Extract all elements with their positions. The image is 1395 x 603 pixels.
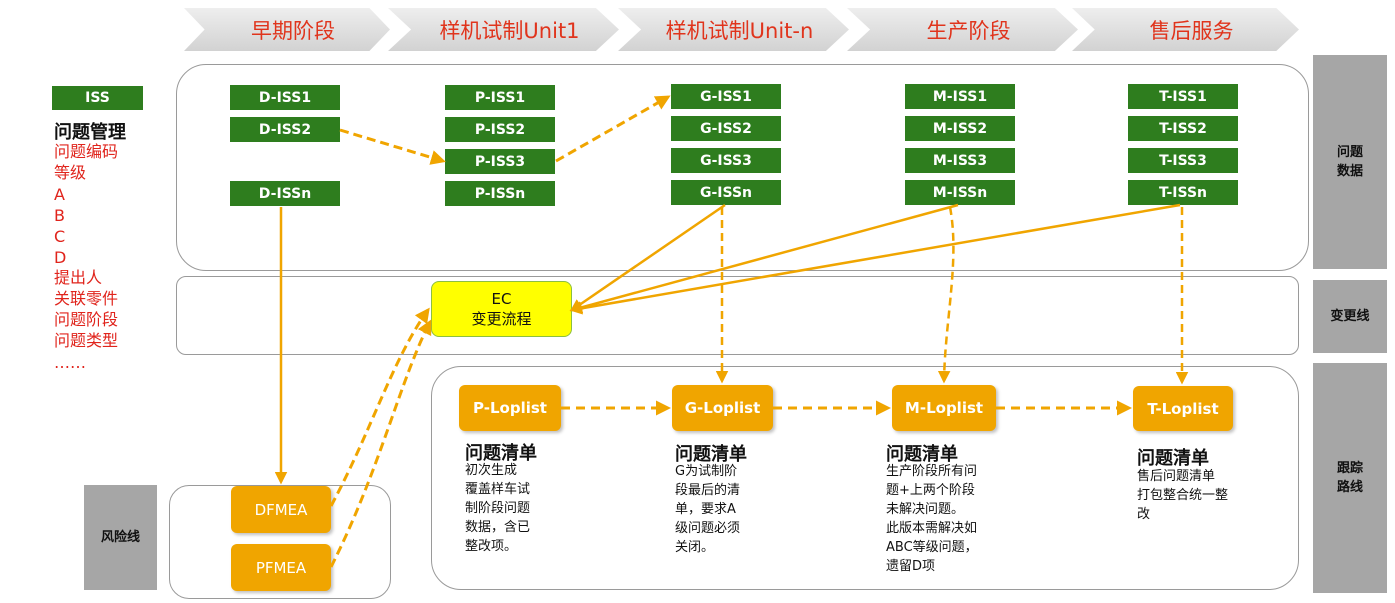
loplist-box-m: M-Loplist <box>892 385 996 431</box>
change-line-panel <box>176 276 1299 355</box>
side-label-change-line: 变更线 <box>1313 280 1387 353</box>
legend-item: A <box>54 185 65 204</box>
issue-box-d1: D-ISS1 <box>230 85 340 110</box>
legend-item: 等级 <box>54 163 87 182</box>
loplist-desc-m: 生产阶段所有问 题+上两个阶段 未解决问题。 此版本需解决如 ABC等级问题， … <box>886 464 978 574</box>
stage-label: 样机试制Unit1 <box>439 18 580 43</box>
loplist-desc-g: G为试制阶 段最后的清 单，要求A 级问题必须 关闭。 <box>675 464 741 555</box>
issue-box-g1: G-ISS1 <box>671 84 781 109</box>
issue-box-pn: P-ISSn <box>445 181 555 206</box>
issue-box-t2: T-ISS2 <box>1128 116 1238 141</box>
issue-box-m1: M-ISS1 <box>905 84 1015 109</box>
issue-box-g3: G-ISS3 <box>671 148 781 173</box>
stage-production: 生产阶段 <box>847 8 1078 51</box>
ec-process-label: 变更流程 <box>471 310 532 328</box>
loplist-title-p: 问题清单 <box>465 443 537 464</box>
issue-box-p3: P-ISS3 <box>445 149 555 174</box>
legend-item: D <box>54 248 67 267</box>
legend-item: 提出人 <box>54 268 103 287</box>
legend-item: 问题类型 <box>54 331 119 350</box>
legend-item: 问题编码 <box>54 142 119 161</box>
loplist-desc-t: 售后问题清单 打包整合统一整 改 <box>1137 469 1229 522</box>
pfmea-box: PFMEA <box>231 544 331 591</box>
side-label-risk-line: 风险线 <box>84 485 157 590</box>
issue-box-t1: T-ISS1 <box>1128 84 1238 109</box>
loplist-title-g: 问题清单 <box>675 444 747 465</box>
dfmea-box: DFMEA <box>231 486 331 533</box>
stage-label: 生产阶段 <box>926 18 1011 43</box>
issue-box-tn: T-ISSn <box>1128 180 1238 205</box>
stage-label: 样机试制Unit-n <box>665 18 814 43</box>
legend-item: 关联零件 <box>54 289 119 308</box>
issue-box-mn: M-ISSn <box>905 180 1015 205</box>
stage-early: 早期阶段 <box>184 8 390 51</box>
stage-label: 售后服务 <box>1149 18 1234 43</box>
iss-legend-box: ISS <box>52 86 143 110</box>
issue-box-p1: P-ISS1 <box>445 85 555 110</box>
loplist-box-g: G-Loplist <box>672 385 773 431</box>
issue-box-dn: D-ISSn <box>230 181 340 206</box>
loplist-box-p: P-Loplist <box>459 385 561 431</box>
ec-label: EC <box>491 290 512 308</box>
issue-box-gn: G-ISSn <box>671 180 781 205</box>
legend-item: …… <box>54 353 86 372</box>
stage-after-sales: 售后服务 <box>1072 8 1299 51</box>
legend-item: C <box>54 227 66 246</box>
legend-item: B <box>54 206 65 225</box>
issue-box-m3: M-ISS3 <box>905 148 1015 173</box>
legend-item: 问题阶段 <box>54 310 119 329</box>
stage-prototype-unit1: 样机试制Unit1 <box>388 8 619 51</box>
loplist-box-t: T-Loplist <box>1133 386 1233 431</box>
loplist-title-t: 问题清单 <box>1137 448 1209 469</box>
ec-change-process-box: EC 变更流程 <box>431 281 572 337</box>
legend-title: 问题管理 <box>54 122 126 143</box>
issue-box-g2: G-ISS2 <box>671 116 781 141</box>
issue-box-m2: M-ISS2 <box>905 116 1015 141</box>
side-label-tracking-line: 跟踪 路线 <box>1313 363 1387 593</box>
issue-box-d2: D-ISS2 <box>230 117 340 142</box>
loplist-title-m: 问题清单 <box>886 444 958 465</box>
issue-box-t3: T-ISS3 <box>1128 148 1238 173</box>
issue-box-p2: P-ISS2 <box>445 117 555 142</box>
stage-label: 早期阶段 <box>251 18 335 43</box>
side-label-issue-data: 问题 数据 <box>1313 55 1387 269</box>
stage-prototype-unit-n: 样机试制Unit-n <box>618 8 849 51</box>
loplist-desc-p: 初次生成 覆盖样车试 制阶段问题 数据，含已 整改项。 <box>465 463 531 554</box>
